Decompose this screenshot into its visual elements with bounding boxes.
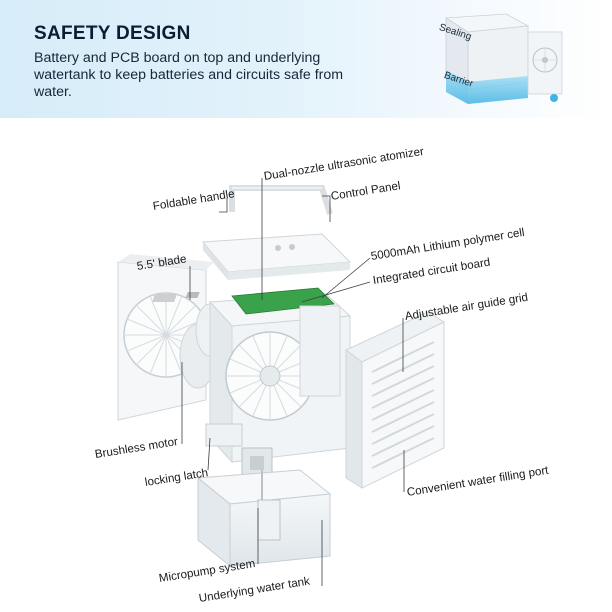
control-panel-part (201, 233, 352, 280)
left-fan-cover-part (117, 254, 225, 421)
foldable-handle-part (229, 185, 333, 215)
exploded-product-diagram (117, 178, 446, 586)
callout-lines (181, 178, 405, 586)
section-description: Battery and PCB board on top and underly… (34, 50, 344, 100)
main-body-part (152, 287, 352, 464)
sealing-barrier-illustration (444, 13, 563, 104)
water-tank-part (196, 469, 332, 568)
air-guide-panel-part (345, 311, 446, 489)
section-title: SAFETY DESIGN (34, 23, 191, 44)
